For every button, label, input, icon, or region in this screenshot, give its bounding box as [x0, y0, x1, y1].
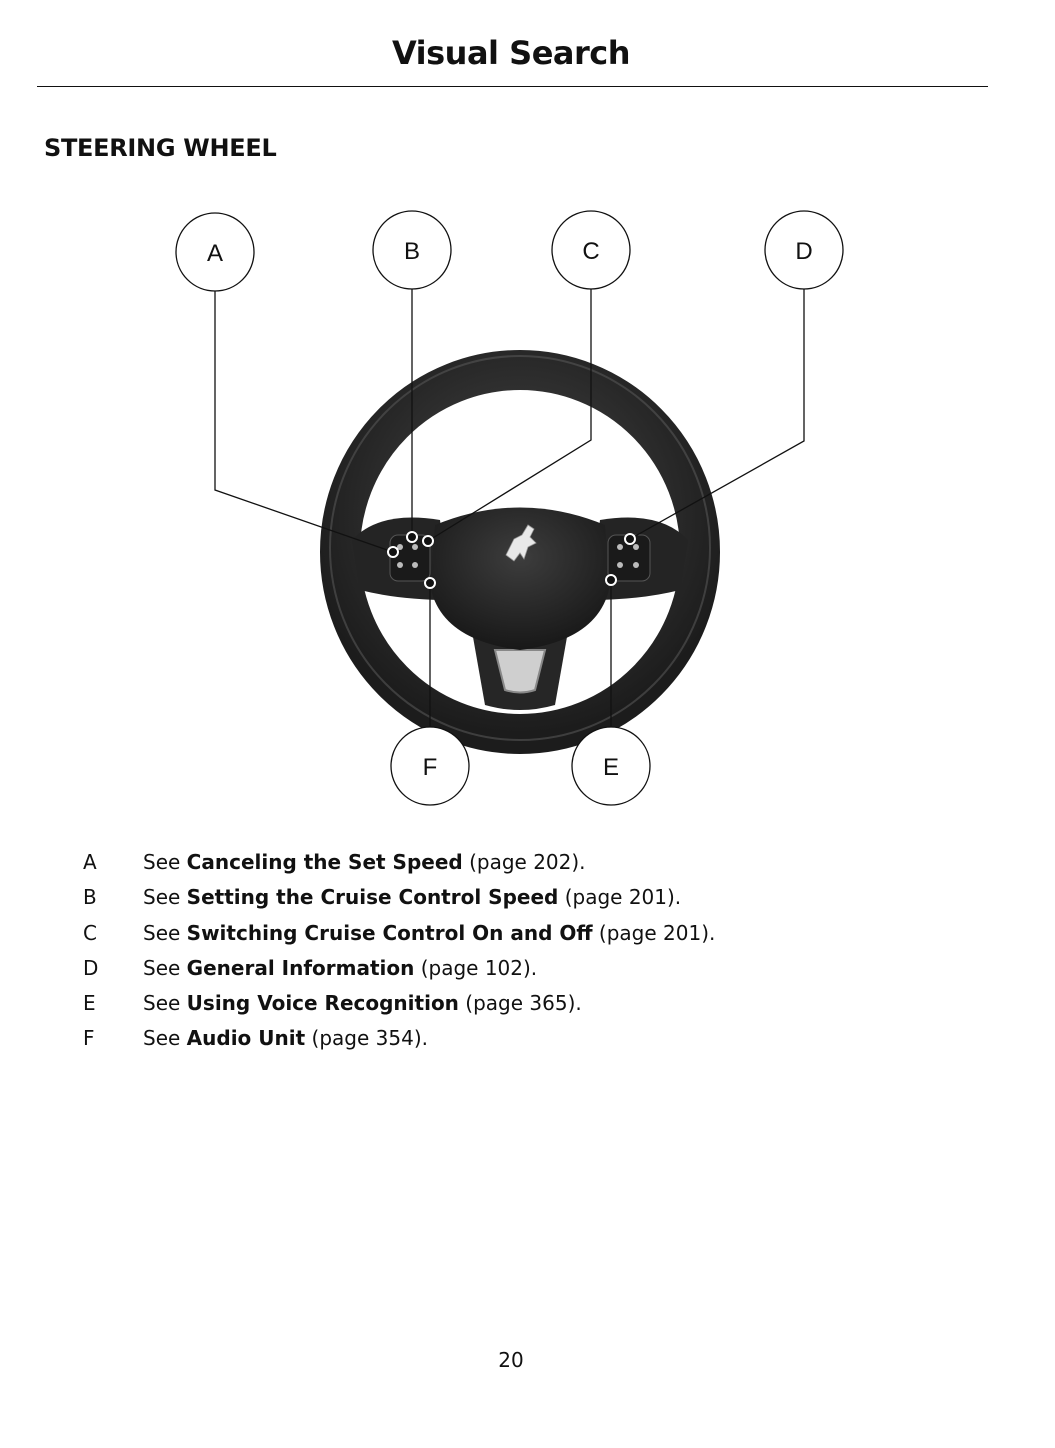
- legend-list: A See Canceling the Set Speed (page 202)…: [83, 845, 983, 1057]
- target-dot-c: [422, 535, 434, 547]
- legend-prefix: See: [143, 885, 187, 910]
- leader-lines: [214, 289, 805, 727]
- leader-line-c: [427, 289, 592, 542]
- callout-d-label: D: [795, 238, 812, 265]
- wheel-rim-highlight: [329, 355, 711, 741]
- callout-c: C: [551, 210, 631, 290]
- callout-b-label: B: [404, 238, 420, 265]
- target-dot-e: [605, 574, 617, 586]
- legend-page-ref: (page 102).: [414, 955, 538, 980]
- target-dot-d: [624, 533, 636, 545]
- legend-topic-link[interactable]: Switching Cruise Control On and Off: [186, 920, 593, 945]
- legend-page-ref: (page 201).: [558, 885, 682, 910]
- section-heading: STEERING WHEEL: [44, 134, 277, 162]
- legend-key: C: [83, 920, 97, 945]
- target-dot-a: [387, 546, 399, 558]
- page-number: 20: [498, 1348, 524, 1372]
- legend-key: F: [83, 1026, 95, 1051]
- callout-a: A: [175, 212, 255, 292]
- legend-topic-link[interactable]: Audio Unit: [186, 1026, 306, 1051]
- legend-page-ref: (page 354).: [305, 1026, 428, 1051]
- legend-prefix: See: [143, 920, 187, 945]
- callout-e: E: [571, 726, 651, 806]
- steering-wheel-diagram: A B C D E F: [175, 210, 844, 806]
- legend-item-b: B See Setting the Cruise Control Speed (…: [83, 880, 983, 915]
- legend-prefix: See: [143, 850, 187, 874]
- legend-item-d: D See General Information (page 102).: [83, 951, 983, 986]
- legend-topic-link[interactable]: Using Voice Recognition: [186, 991, 459, 1016]
- legend-page-ref: (page 365).: [458, 991, 582, 1016]
- page-title: Visual Search: [391, 34, 631, 72]
- callout-f: F: [390, 726, 470, 806]
- callout-f-label: F: [423, 754, 438, 781]
- legend-key: B: [83, 885, 97, 910]
- leader-line-a: [214, 291, 394, 553]
- legend-prefix: See: [143, 991, 187, 1016]
- legend-topic-link[interactable]: General Information: [186, 955, 415, 980]
- callout-e-label: E: [603, 754, 619, 781]
- legend-key: D: [83, 955, 99, 980]
- legend-prefix: See: [143, 955, 187, 980]
- legend-item-e: E See Using Voice Recognition (page 365)…: [83, 986, 983, 1021]
- legend-item-a: A See Canceling the Set Speed (page 202)…: [83, 845, 983, 880]
- legend-item-c: C See Switching Cruise Control On and Of…: [83, 916, 983, 951]
- target-dots: [387, 531, 636, 589]
- target-dot-f: [424, 577, 436, 589]
- legend-page-ref: (page 201).: [592, 920, 716, 945]
- legend-key: A: [83, 850, 97, 874]
- legend-page-ref: (page 202).: [462, 850, 586, 874]
- callout-b: B: [372, 210, 452, 290]
- wheel-rim: [320, 350, 720, 754]
- target-dot-b: [406, 531, 418, 543]
- callout-a-label: A: [207, 240, 223, 267]
- callout-d: D: [764, 210, 844, 290]
- legend-topic-link[interactable]: Canceling the Set Speed: [186, 850, 463, 874]
- steering-wheel-illustration: [320, 350, 720, 754]
- legend-key: E: [83, 991, 96, 1016]
- title-divider: [37, 86, 988, 87]
- airbag-hub: [430, 507, 610, 650]
- horse-emblem-icon: [505, 524, 537, 562]
- callout-c-label: C: [582, 238, 599, 265]
- leader-line-d: [629, 289, 805, 540]
- lower-spoke-trim: [493, 649, 547, 694]
- legend-prefix: See: [143, 1026, 187, 1051]
- legend-item-f: F See Audio Unit (page 354).: [83, 1021, 983, 1056]
- legend-topic-link[interactable]: Setting the Cruise Control Speed: [186, 885, 559, 910]
